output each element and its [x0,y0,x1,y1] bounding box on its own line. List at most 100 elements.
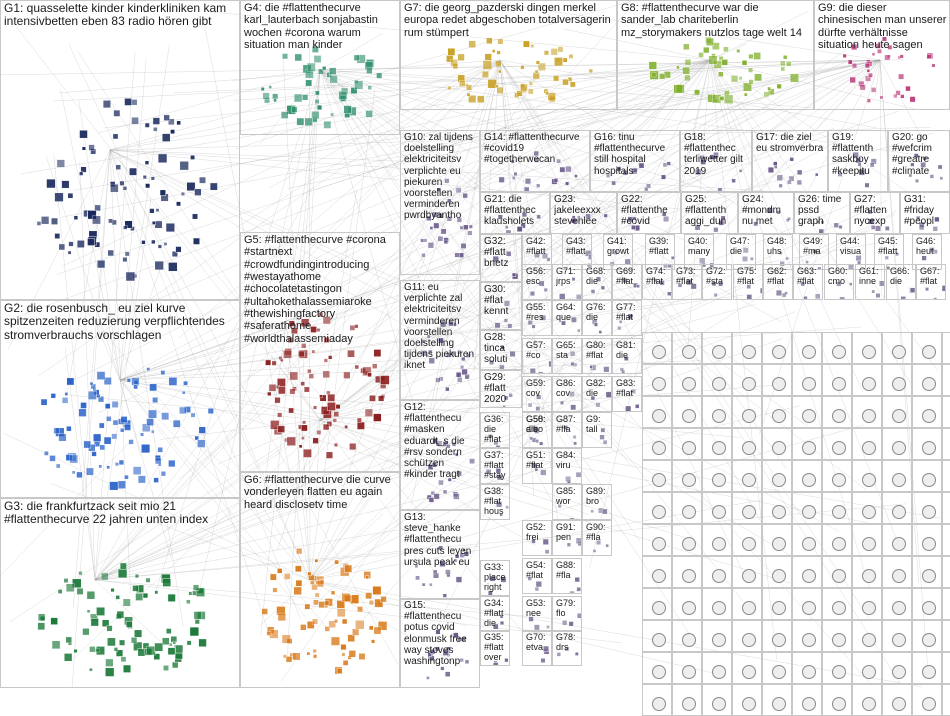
node [415,576,419,580]
node [525,178,531,184]
node [804,296,808,299]
group-cell-minor [942,460,950,492]
node [499,177,505,183]
group-cell-minor [672,524,702,556]
node [107,626,113,632]
node [164,242,167,245]
node [742,665,756,679]
node [445,179,450,184]
node [77,472,83,478]
node [652,441,666,455]
group-cell-minor [882,556,912,588]
node [916,216,920,220]
node [817,221,820,224]
node [754,222,758,226]
node [662,212,666,216]
node [772,473,786,487]
node [274,99,277,102]
node [64,578,68,582]
node [539,281,544,286]
node-cluster [739,193,793,233]
node [448,321,453,326]
node [337,668,342,673]
node [895,252,899,256]
group-cell-minor [882,652,912,684]
node [170,130,174,134]
node [100,445,105,450]
node [376,73,382,79]
group-cell-minor [912,524,942,556]
node [89,668,92,671]
node-cluster [481,631,509,665]
node [870,163,874,167]
node-cluster [553,377,581,411]
node [456,577,462,583]
node [189,592,192,595]
node [865,63,870,68]
node [313,649,317,653]
node [147,646,156,655]
node [44,451,48,455]
node [815,294,820,299]
group-cell-g53: G53: nee [522,596,552,632]
node [99,465,102,468]
node [577,329,580,332]
node [460,226,464,230]
node [682,409,696,423]
group-cell-minor [882,364,912,396]
node [914,154,918,158]
group-cell-minor [942,364,950,396]
node [79,409,87,417]
node [862,473,876,487]
node [531,44,535,48]
node [437,188,441,192]
node [541,315,546,320]
node [557,159,561,163]
node [328,394,335,401]
node [126,621,132,627]
node [373,586,382,595]
node [95,205,101,211]
node [853,152,859,158]
node [190,627,199,636]
node [509,393,513,397]
node-cluster [829,131,887,191]
node-cluster [553,413,581,447]
node-cluster [523,521,551,555]
node [819,229,824,233]
node [832,537,846,551]
node [862,441,876,455]
node [790,157,794,161]
node [554,178,558,182]
node [699,258,705,264]
node [282,635,291,644]
group-cell-g26: G26: time pssd graph [794,192,850,234]
node [512,273,516,277]
node [334,412,339,417]
group-cell-g21: G21: die #flattenthec klausholets [480,192,550,234]
node [754,74,761,81]
node [92,452,97,457]
node [652,665,666,679]
node [906,86,911,91]
node [871,87,876,92]
node [569,392,574,397]
group-cell-minor [732,364,762,396]
node-cluster [401,599,479,687]
node [576,472,581,477]
node [742,345,756,359]
node [612,181,616,185]
node [168,460,175,467]
node [852,63,857,68]
node [458,350,462,354]
node [774,165,777,168]
node-cluster [481,131,589,191]
node [922,601,936,615]
node [528,89,533,94]
group-cell-minor [672,556,702,588]
node [565,166,571,172]
node [69,242,74,247]
node [123,186,127,190]
node [38,623,45,630]
node [116,165,121,170]
